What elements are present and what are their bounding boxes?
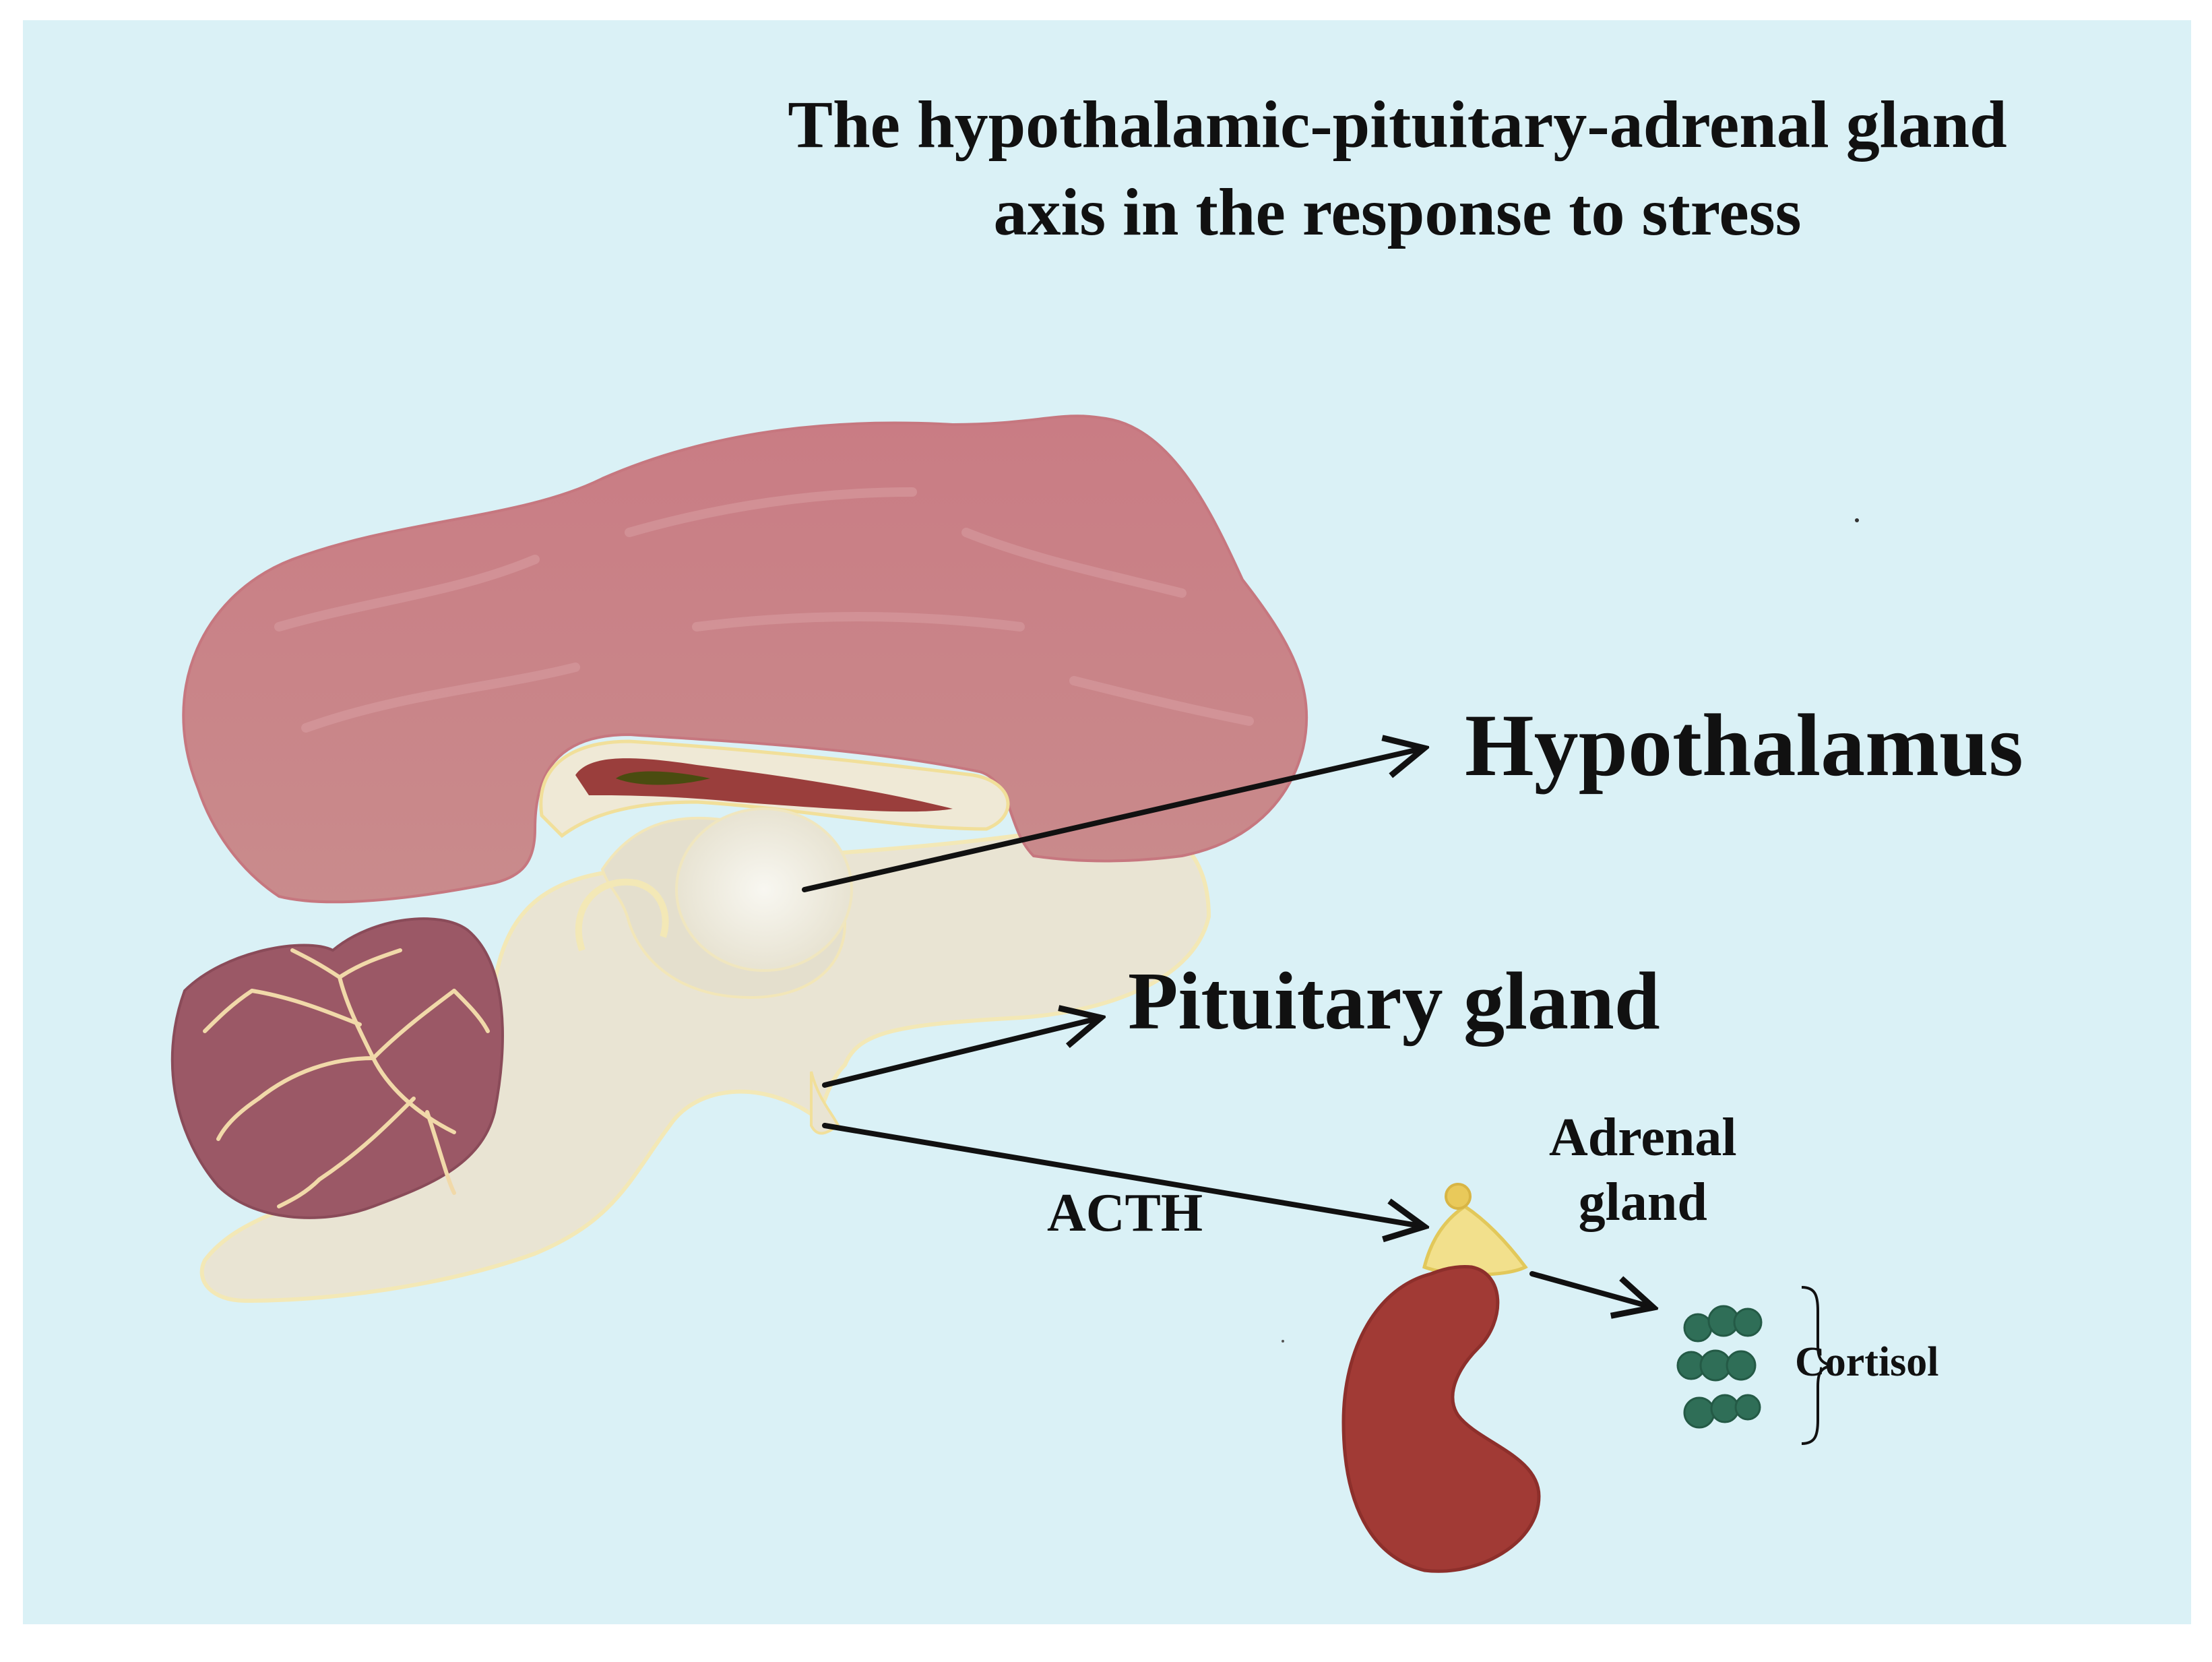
adrenal-gland-label-line-1: Adrenal [1549,1108,1737,1167]
title-line-2: axis in the response to stress [993,175,1802,249]
acth-label: ACTH [1047,1183,1203,1243]
title-line-1: The hypothalamic-pituitary-adrenal gland [788,87,2007,162]
adrenal-gland [1422,1183,1528,1276]
cerebrum-texture [274,487,1254,733]
arrow-acth-to-adrenal [822,1123,1424,1227]
pituitary-gland-label: Pituitary gland [1128,956,1660,1047]
arrows [802,748,1653,1307]
diagram-illustration [23,20,2191,1624]
speck [1855,518,1859,522]
adrenal-gland-label: Adrenal gland [1549,1105,1737,1235]
cerebellum [170,917,504,1219]
kidney [1341,1265,1541,1573]
fornix-arc [575,878,669,952]
cortisol-brace [1801,1286,1832,1445]
ventricle-highlight [616,771,710,785]
hypothalamus-region [675,807,853,972]
adrenal-gland-label-line-2: gland [1578,1173,1707,1232]
speck [1282,1340,1284,1343]
diagram-title: The hypothalamic-pituitary-adrenal gland… [670,81,2125,256]
arrow-to-cortisol [1529,1271,1653,1307]
cerebrum-shape [182,414,1308,904]
hypothalamus-label: Hypothalamus [1465,696,2023,795]
lateral-ventricle [575,758,953,812]
cortisol-label: Cortisol [1795,1339,1939,1385]
arrow-to-pituitary [822,1018,1101,1088]
diagram-canvas: The hypothalamic-pituitary-adrenal gland… [23,20,2191,1624]
cortisol-molecules [1676,1305,1763,1429]
arrow-to-hypothalamus [802,748,1424,892]
